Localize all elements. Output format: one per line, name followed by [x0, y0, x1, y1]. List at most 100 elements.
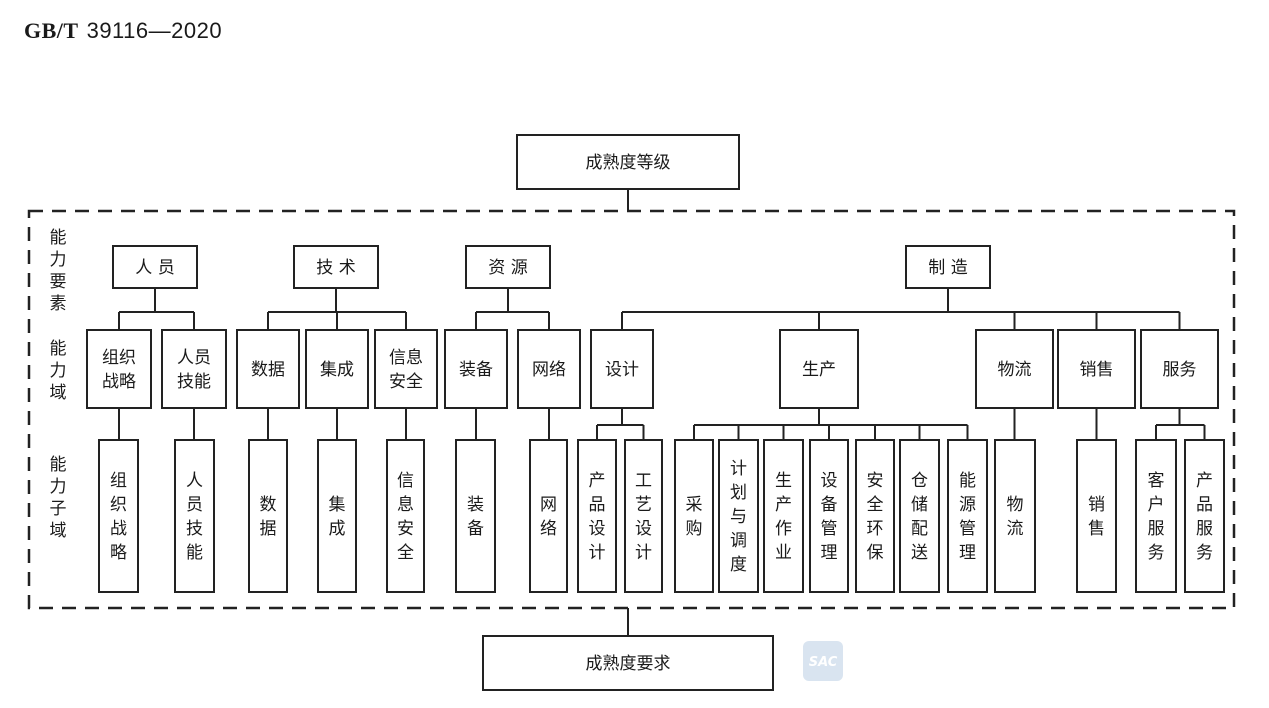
subdomain-box-frame — [529, 439, 568, 593]
subdomain-box[interactable]: 安全环保 — [855, 439, 895, 593]
sac-watermark-logo: SAC — [803, 641, 843, 681]
subdomain-box-frame — [98, 439, 139, 593]
subdomain-box[interactable]: 设备管理 — [809, 439, 849, 593]
subdomain-box-frame — [947, 439, 988, 593]
box-label: 组织战略 — [102, 348, 136, 392]
box-label: 安全环保 — [867, 471, 884, 563]
subdomain-box[interactable]: 产品设计 — [577, 439, 617, 593]
box-label: 能源管理 — [959, 471, 976, 563]
box-label: 销售 — [1080, 360, 1114, 380]
maturity-level-box[interactable]: 成熟度等级 — [516, 134, 740, 190]
subdomain-box-frame — [386, 439, 425, 593]
box-label: 人 员 — [135, 258, 174, 278]
domain-box[interactable]: 设计 — [590, 329, 654, 409]
domain-box[interactable]: 网络 — [517, 329, 581, 409]
box-label: 装备 — [459, 360, 493, 380]
domain-box-frame — [517, 329, 581, 409]
maturity-requirement-box-frame — [482, 635, 774, 691]
box-label: 产品服务 — [1196, 471, 1213, 563]
box-label: 人员技能 — [186, 471, 203, 563]
subdomain-box-frame — [248, 439, 288, 593]
subdomain-box[interactable]: 信息安全 — [386, 439, 425, 593]
standard-prefix: GB/T — [24, 18, 79, 43]
element-box-frame — [905, 245, 991, 289]
subdomain-box[interactable]: 物流 — [994, 439, 1036, 593]
subdomain-box[interactable]: 网络 — [529, 439, 568, 593]
domain-box-frame — [374, 329, 438, 409]
subdomain-box[interactable]: 仓储配送 — [899, 439, 940, 593]
box-label: 人员技能 — [177, 348, 211, 392]
element-box[interactable]: 人 员 — [112, 245, 198, 289]
subdomain-box-frame — [1184, 439, 1225, 593]
subdomain-box-frame — [994, 439, 1036, 593]
domain-box[interactable]: 人员技能 — [161, 329, 227, 409]
subdomain-box[interactable]: 客户服务 — [1135, 439, 1177, 593]
subdomain-box-frame — [899, 439, 940, 593]
subdomain-box[interactable]: 能源管理 — [947, 439, 988, 593]
box-label: 产品设计 — [589, 471, 606, 563]
box-label: 生产 — [802, 360, 836, 380]
row-label: 能力域 — [50, 339, 67, 403]
subdomain-box[interactable]: 工艺设计 — [624, 439, 663, 593]
domain-box[interactable]: 组织战略 — [86, 329, 152, 409]
subdomain-box[interactable]: 销售 — [1076, 439, 1117, 593]
box-label: 物流 — [1007, 495, 1024, 539]
row-label: 能力子域 — [50, 455, 67, 541]
domain-box[interactable]: 销售 — [1057, 329, 1136, 409]
box-label: 成熟度等级 — [586, 152, 671, 173]
box-label: 集成 — [320, 360, 354, 380]
subdomain-box-frame — [577, 439, 617, 593]
watermark-badge — [803, 641, 843, 681]
subdomain-box[interactable]: 人员技能 — [174, 439, 215, 593]
subdomain-box-frame — [1076, 439, 1117, 593]
subdomain-box-frame — [1135, 439, 1177, 593]
domain-box[interactable]: 装备 — [444, 329, 508, 409]
box-label: 设计 — [605, 360, 639, 380]
box-label: 客户服务 — [1148, 471, 1165, 563]
box-label: 能力要素 — [50, 228, 67, 314]
element-box[interactable]: 制 造 — [905, 245, 991, 289]
domain-box[interactable]: 信息安全 — [374, 329, 438, 409]
box-label: 网络 — [540, 495, 557, 539]
box-label: 技 术 — [316, 258, 355, 278]
box-label: 信息安全 — [389, 348, 423, 392]
domain-box[interactable]: 物流 — [975, 329, 1054, 409]
box-label: 能力子域 — [50, 455, 67, 541]
subdomain-box[interactable]: 采购 — [674, 439, 714, 593]
element-box[interactable]: 技 术 — [293, 245, 379, 289]
subdomain-box[interactable]: 生产作业 — [763, 439, 804, 593]
domain-box-frame — [236, 329, 300, 409]
domain-box-frame — [779, 329, 859, 409]
box-label: 能力域 — [50, 339, 67, 403]
box-label: 设备管理 — [821, 471, 838, 563]
box-label: 采购 — [686, 495, 703, 539]
subdomain-box[interactable]: 产品服务 — [1184, 439, 1225, 593]
subdomain-box[interactable]: 装备 — [455, 439, 496, 593]
element-box[interactable]: 资 源 — [465, 245, 551, 289]
subdomain-box-frame — [718, 439, 759, 593]
box-label: 集成 — [329, 495, 346, 539]
box-label: 数据 — [251, 360, 285, 380]
box-label: 制 造 — [928, 258, 967, 278]
box-label: 计划与调度 — [730, 459, 747, 575]
box-label: 工艺设计 — [635, 471, 652, 563]
domain-box[interactable]: 生产 — [779, 329, 859, 409]
domain-box-frame — [161, 329, 227, 409]
subdomain-box[interactable]: 计划与调度 — [718, 439, 759, 593]
subdomain-box[interactable]: 集成 — [317, 439, 357, 593]
domain-box[interactable]: 服务 — [1140, 329, 1219, 409]
domain-box[interactable]: 集成 — [305, 329, 369, 409]
subdomain-box-frame — [674, 439, 714, 593]
capability-frame — [27, 209, 1236, 610]
subdomain-box-frame — [174, 439, 215, 593]
subdomain-box[interactable]: 组织战略 — [98, 439, 139, 593]
box-label: 成熟度要求 — [586, 653, 671, 674]
box-label: 服务 — [1163, 360, 1197, 380]
maturity-requirement-box[interactable]: 成熟度要求 — [482, 635, 774, 691]
box-label: 资 源 — [488, 258, 527, 278]
watermark-text: SAC — [809, 655, 838, 670]
subdomain-box[interactable]: 数据 — [248, 439, 288, 593]
domain-box[interactable]: 数据 — [236, 329, 300, 409]
box-label: 数据 — [260, 495, 277, 539]
